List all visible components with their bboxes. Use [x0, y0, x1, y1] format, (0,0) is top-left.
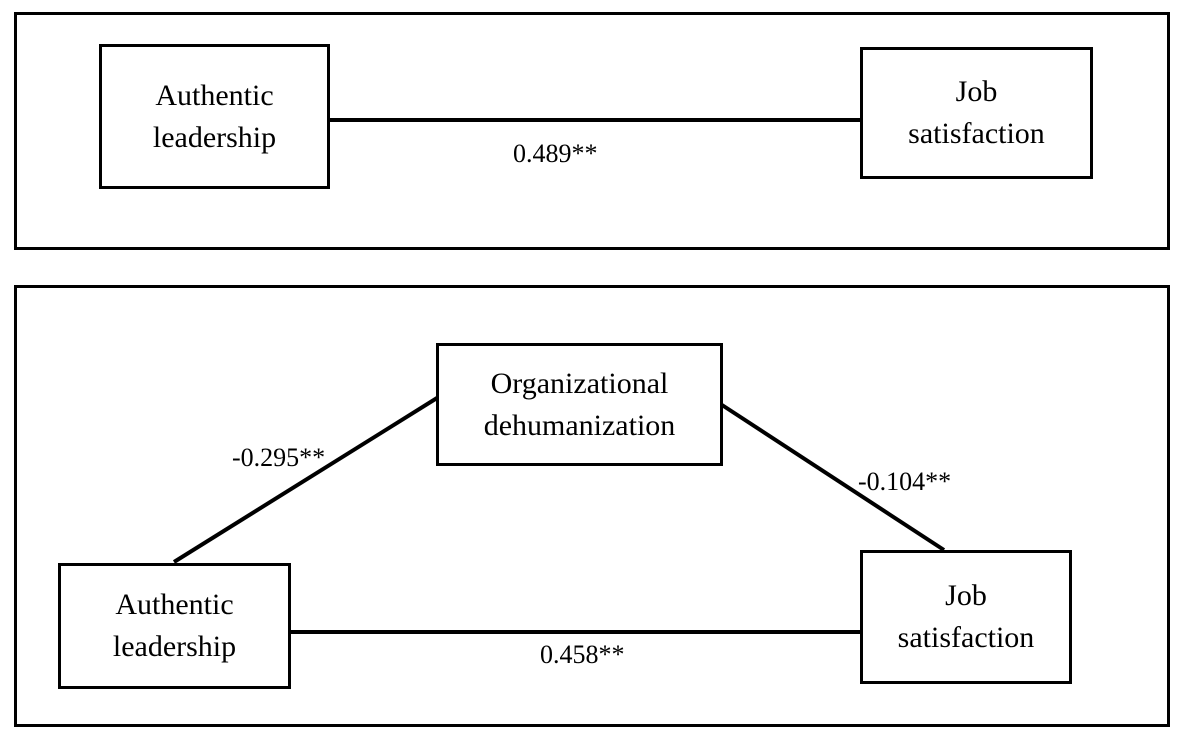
- direct-effect-coefficient: 0.458**: [540, 640, 625, 669]
- top-job-satisfaction-box: Job satisfaction: [860, 47, 1093, 179]
- bottom-authentic-leadership-label: Authentic leadership: [112, 588, 237, 663]
- organizational-dehumanization-label: Organizational dehumanization: [483, 366, 676, 442]
- top-authentic-leadership-label: Authentic leadership: [152, 78, 277, 154]
- top-authentic-leadership-box: Authentic leadership: [99, 44, 330, 189]
- bottom-authentic-leadership-box: Authentic leadership: [58, 563, 291, 689]
- total-effect-coefficient: 0.489**: [513, 139, 598, 168]
- path-a-coefficient: -0.295**: [232, 443, 326, 472]
- top-job-satisfaction-label: Job satisfaction: [908, 75, 1045, 150]
- bottom-job-satisfaction-label: Job satisfaction: [897, 579, 1035, 654]
- path-b-coefficient: -0.104**: [858, 467, 952, 496]
- organizational-dehumanization-box: Organizational dehumanization: [436, 343, 723, 466]
- bottom-job-satisfaction-box: Job satisfaction: [860, 550, 1072, 684]
